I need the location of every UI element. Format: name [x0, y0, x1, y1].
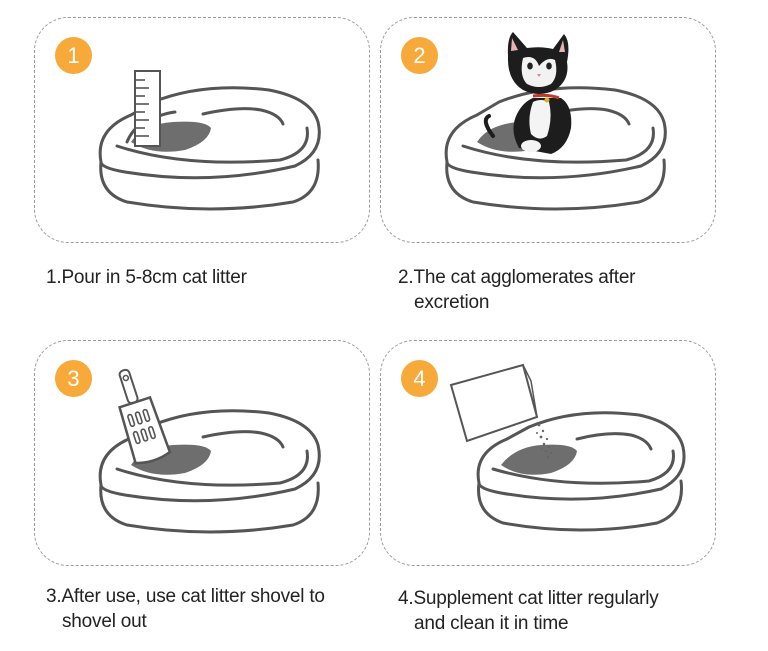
- step-1-badge: 1: [55, 37, 92, 74]
- step-3-caption: 3.After use, use cat litter shovel to sh…: [46, 584, 376, 634]
- ruler-icon: [134, 70, 161, 147]
- step-3-caption-line2: shovel out: [62, 611, 147, 632]
- step-1-panel: 1: [34, 17, 370, 243]
- step-2-panel: 2: [380, 17, 716, 243]
- step-4-caption-line2: and clean it in time: [414, 613, 569, 634]
- step-2-badge: 2: [401, 37, 438, 74]
- litter-scoop-icon: [118, 368, 172, 465]
- step-4-panel: 4: [380, 340, 716, 566]
- step-2-caption: 2.The cat agglomerates after excretion: [398, 265, 758, 315]
- step-4-badge: 4: [401, 360, 438, 397]
- step-3-panel: 3: [34, 340, 370, 566]
- step-1-caption-line1: 1.Pour in 5-8cm cat litter: [46, 267, 247, 288]
- cat-icon: [483, 32, 572, 154]
- step-3-caption-line1: 3.After use, use cat litter shovel to: [46, 586, 325, 607]
- litter-bag-icon: [449, 363, 553, 459]
- step-4-caption-line1: 4.Supplement cat litter regularly: [398, 588, 659, 609]
- step-2-caption-line2: excretion: [414, 292, 490, 313]
- step-3-badge: 3: [55, 360, 92, 397]
- step-1-caption: 1.Pour in 5-8cm cat litter: [46, 265, 366, 290]
- step-2-caption-line1: 2.The cat agglomerates after: [398, 267, 636, 288]
- step-4-caption: 4.Supplement cat litter regularly and cl…: [398, 586, 758, 636]
- litter-box-icon: [476, 411, 686, 532]
